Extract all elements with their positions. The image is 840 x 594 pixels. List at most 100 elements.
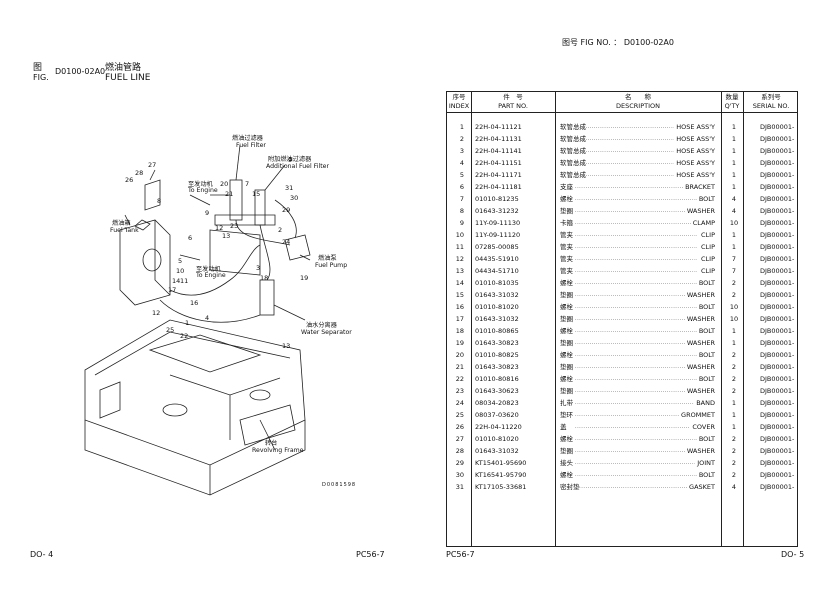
cell-qty: 4 (731, 195, 737, 203)
cell-name-en: BOLT (696, 433, 715, 445)
cell-part-no: 01643-31032 (475, 447, 519, 455)
cell-name-cn: 垫圈 (560, 447, 573, 455)
callout-30: 30 (290, 194, 298, 202)
cell-qty: 4 (731, 207, 737, 215)
leader-dots: ........................................… (575, 232, 697, 238)
callout-21: 21 (225, 190, 233, 198)
cell-name-en: BOLT (696, 301, 715, 313)
cell-index: 13 (455, 267, 464, 275)
cell-name-cn: 管夹 (560, 267, 573, 275)
cell-serial: DJB00001- (760, 399, 795, 407)
cell-qty: 10 (729, 303, 739, 311)
cell-part-no: 01010-80865 (475, 327, 519, 335)
cell-qty: 2 (731, 471, 737, 479)
cell-serial: DJB00001- (760, 471, 795, 479)
footer-left-page-number: DO- 4 (30, 550, 54, 559)
cell-index: 24 (455, 399, 464, 407)
cell-name-en: CLIP (699, 265, 715, 277)
cell-part-no: 11Y-09-11130 (475, 219, 521, 227)
leader-dots: ........................................… (575, 160, 697, 166)
cell-name-en: BOLT (696, 469, 715, 481)
cell-name-cn: 密封垫 (560, 483, 580, 491)
footer-left-model: PC56-7 (356, 550, 385, 559)
parts-table: 序号 INDEX 件 号 PART NO. 名 称 DESCRIPTION 数量… (446, 91, 798, 547)
cell-name-cn: 螺栓 (560, 303, 573, 311)
cell-index: 8 (459, 207, 464, 215)
callout-13b: 13 (282, 342, 290, 350)
cell-index: 11 (455, 243, 464, 251)
cell-serial: DJB00001- (760, 411, 795, 419)
cell-index: 21 (455, 363, 464, 371)
callout-20: 20 (220, 180, 228, 188)
cell-index: 26 (455, 423, 464, 431)
header-description: 名 称 DESCRIPTION (555, 93, 721, 111)
cell-index: 27 (455, 435, 464, 443)
cell-serial: DJB00001- (760, 123, 795, 131)
cell-name-en: WASHER (684, 337, 715, 349)
cell-name-cn: 垫环 (560, 411, 573, 419)
header-desc-cn: 名 称 (625, 93, 651, 101)
cell-name-en: WASHER (684, 385, 715, 397)
leader-dots: ........................................… (575, 196, 697, 202)
cell-qty: 1 (731, 147, 737, 155)
cell-part-no: KT15401-95690 (475, 459, 527, 467)
label-water-separator-cn: 油水分离器 (306, 322, 337, 329)
leader-dots: ........................................… (575, 412, 697, 418)
leader-dots: ........................................… (575, 184, 697, 190)
cell-part-no: 22H-04-11131 (475, 135, 522, 143)
callout-10: 10 (176, 267, 184, 275)
cell-serial: DJB00001- (760, 207, 795, 215)
cell-part-no: 01010-81235 (475, 195, 519, 203)
cell-name-cn: 螺栓 (560, 327, 573, 335)
header-serial: 系列号 SERIAL NO. (743, 93, 799, 111)
cell-part-no: 22H-04-11171 (475, 171, 522, 179)
cell-name-cn: 螺栓 (560, 471, 573, 479)
cell-qty: 2 (731, 447, 737, 455)
cell-index: 10 (455, 231, 464, 239)
label-fuel-filter-en: Fuel Filter (236, 142, 266, 149)
leader-dots: ........................................… (575, 460, 697, 466)
cell-name-en: COVER (690, 421, 715, 433)
cell-qty: 1 (731, 243, 737, 251)
cell-part-no: KT16541-95790 (475, 471, 527, 479)
cell-serial: DJB00001- (760, 231, 795, 239)
cell-qty: 10 (729, 315, 739, 323)
callout-24: 24 (282, 238, 290, 246)
cell-qty: 1 (731, 135, 737, 143)
callout-27: 27 (148, 161, 156, 169)
cell-part-no: 01643-31032 (475, 291, 519, 299)
cell-serial: DJB00001- (760, 159, 795, 167)
cell-serial: DJB00001- (760, 279, 795, 287)
header-index: 序号 INDEX (447, 93, 471, 111)
footer-right-page-number: DO- 5 (781, 550, 805, 559)
callout-29: 29 (282, 206, 290, 214)
drawing-code: D0081598 (322, 482, 357, 488)
cell-name-en: GASKET (687, 481, 715, 493)
cell-serial: DJB00001- (760, 459, 795, 467)
cell-part-no: 08037-03620 (475, 411, 519, 419)
leader-dots: ........................................… (575, 148, 697, 154)
cell-serial: DJB00001- (760, 351, 795, 359)
cell-index: 18 (455, 327, 464, 335)
cell-index: 29 (455, 459, 464, 467)
cell-serial: DJB00001- (760, 219, 795, 227)
cell-name-en: HOSE ASS'Y (674, 121, 715, 133)
cell-index: 9 (459, 219, 464, 227)
callout-9b: 9 (288, 156, 292, 164)
callout-14: 14 (172, 277, 180, 285)
fig-no-cn: 图号 (562, 38, 578, 47)
col-divider (721, 92, 722, 546)
